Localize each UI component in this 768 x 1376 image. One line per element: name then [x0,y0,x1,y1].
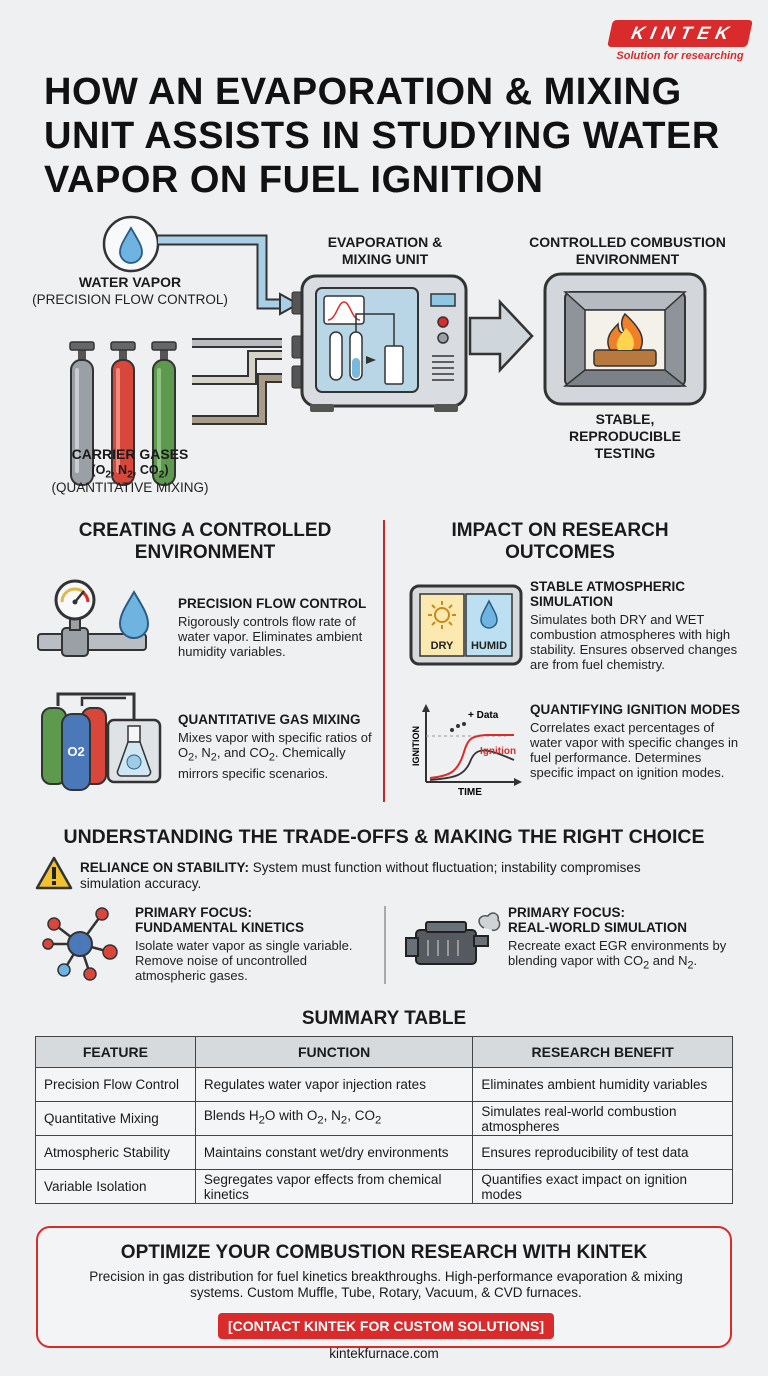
focus-left-title2: Fundamental Kinetics [135,920,304,935]
table-header: Research Benefit [472,1036,733,1068]
reliance-title: Reliance on Stability: [80,860,249,875]
brand-logo: KINTEK Solution for researching [607,20,753,62]
water-vapor-label: WATER VAPOR [78,274,182,290]
real-world-item: Primary Focus: Real-World Simulation Rec… [508,905,738,974]
humid-label: HUMID [471,640,507,652]
flow-control-title: Precision Flow Control [178,596,367,611]
unit-label: EVAPORATION & MIXING UNIT [327,234,443,267]
warning-icon [35,856,73,890]
sun-icon [428,601,456,629]
engine-icon [405,912,501,965]
table-cell: Quantifies exact impact on ignition mode… [472,1169,733,1204]
table-cell: Ensures reproducibility of test data [472,1135,733,1170]
cta-text: Precision in gas distribution for fuel k… [89,1269,683,1300]
combustion-chamber-icon [543,272,707,406]
cta-title: Optimize Your Combustion Research with K… [120,1242,648,1263]
carrier-gases-label: CARRIER GASES [71,446,189,462]
focus-left-desc: Isolate water vapor as single variable. … [135,938,353,983]
graph-data-label: + Data [468,710,499,721]
gas-mixing-icon: O2 [41,692,162,791]
focus-right-title1: Primary Focus: [508,905,626,920]
table-cell: Regulates water vapor injection rates [194,1067,474,1102]
flow-arrow-icon [468,298,534,374]
flow-control-item: Precision Flow Control Rigorously contro… [178,596,378,659]
section-divider [383,520,385,802]
table-row: Quantitative Mixing Blends H2O with O2, … [35,1101,733,1136]
graph-y-label: IGNITION [411,726,421,766]
table-cell: Quantitative Mixing [35,1101,196,1136]
focus-left-title1: Primary Focus: [135,905,253,920]
table-header: Function [194,1036,474,1068]
brand-tagline: Solution for researching [616,50,744,62]
carrier-gases-sub: (QUANTITATIVE MIXING) [51,480,209,495]
reliance-note: Reliance on Stability: System must funct… [80,860,700,892]
table-cell: Atmospheric Stability [35,1135,196,1170]
table-header-row: Feature Function Research Benefit [35,1036,733,1068]
ignition-graph-icon: IGNITION TIME + Data Ignition [411,704,522,798]
water-vapor-sub: (PRECISION FLOW CONTROL) [32,292,228,307]
ignition-modes-item: Quantifying Ignition Modes Correlates ex… [530,702,745,780]
summary-table: Feature Function Research Benefit Precis… [35,1036,733,1204]
table-cell: Maintains constant wet/dry environments [194,1135,474,1170]
table-header: Feature [35,1036,196,1068]
page-title: How an Evaporation & Mixing Unit Assists… [44,71,720,201]
cta-box: Optimize Your Combustion Research with K… [36,1226,732,1348]
table-cell: Simulates real-world combustion atmosphe… [472,1101,733,1136]
summary-table-title: Summary Table [301,1008,467,1029]
dry-humid-chamber-icon: DRY HUMID [409,584,523,666]
table-cell: Variable Isolation [35,1169,196,1204]
gas-mixing-title: Quantitative Gas Mixing [178,712,361,727]
graph-curve-label: Ignition [480,746,516,757]
table-cell: Precision Flow Control [35,1067,196,1102]
molecule-icon [42,907,118,981]
focus-right-desc: Recreate exact EGR environments by blend… [508,938,727,972]
gas-mixing-item: Quantitative Gas Mixing Mixes vapor with… [178,712,378,781]
table-row: Variable Isolation Segregates vapor effe… [35,1169,733,1204]
o2-cylinder-label: O2 [67,744,84,759]
ignition-modes-title: Quantifying Ignition Modes [530,702,741,717]
reliance-text: System must function without fluctuation… [80,860,641,891]
table-cell: Blends H2O with O2, N2, CO2 [194,1101,474,1136]
right-section-heading: Impact on Research Outcomes [451,520,669,563]
water-drop-icon [102,215,160,273]
tradeoffs-heading: Understanding the Trade-Offs & Making th… [63,826,705,848]
fundamental-kinetics-item: Primary Focus: Fundamental Kinetics Isol… [135,905,370,983]
dry-label: DRY [431,640,454,652]
process-diagram [69,215,707,486]
carrier-gases-formula: (O2, N2, CO2) [91,463,169,481]
atmospheric-desc: Simulates both DRY and WET combustion at… [530,612,738,672]
table-cell: Eliminates ambient humidity variables [472,1067,733,1102]
graph-x-label: TIME [458,787,482,798]
contact-button[interactable]: [Contact KINTEK for Custom Solutions] [218,1313,554,1339]
table-cell: Segregates vapor effects from chemical k… [194,1169,474,1204]
atmospheric-item: Stable Atmospheric Simulation Simulates … [530,579,745,672]
left-section-heading: Creating a Controlled Environment [78,520,332,563]
focus-divider [384,906,386,984]
brand-name: KINTEK [607,20,753,47]
environment-label: CONTROLLED COMBUSTION ENVIRONMENT [529,234,726,267]
mixing-unit-icon [291,274,468,412]
drop-icon [480,599,498,629]
focus-right-title2: Real-World Simulation [508,920,687,935]
gas-cylinders-icon [69,341,177,486]
flow-control-desc: Rigorously controls flow rate of water v… [178,614,363,659]
environment-sub: STABLE, REPRODUCIBLE TESTING [568,411,681,461]
gas-mixing-desc: Mixes vapor with specific ratios of O2, … [178,730,372,781]
pressure-gauge-icon [37,579,150,657]
atmospheric-title: Stable Atmospheric Simulation [530,579,685,609]
ignition-modes-desc: Correlates exact percentages of water va… [530,720,739,780]
table-row: Precision Flow Control Regulates water v… [35,1067,733,1102]
website-link[interactable]: kintekfurnace.com [329,1346,439,1361]
table-row: Atmospheric Stability Maintains constant… [35,1135,733,1170]
